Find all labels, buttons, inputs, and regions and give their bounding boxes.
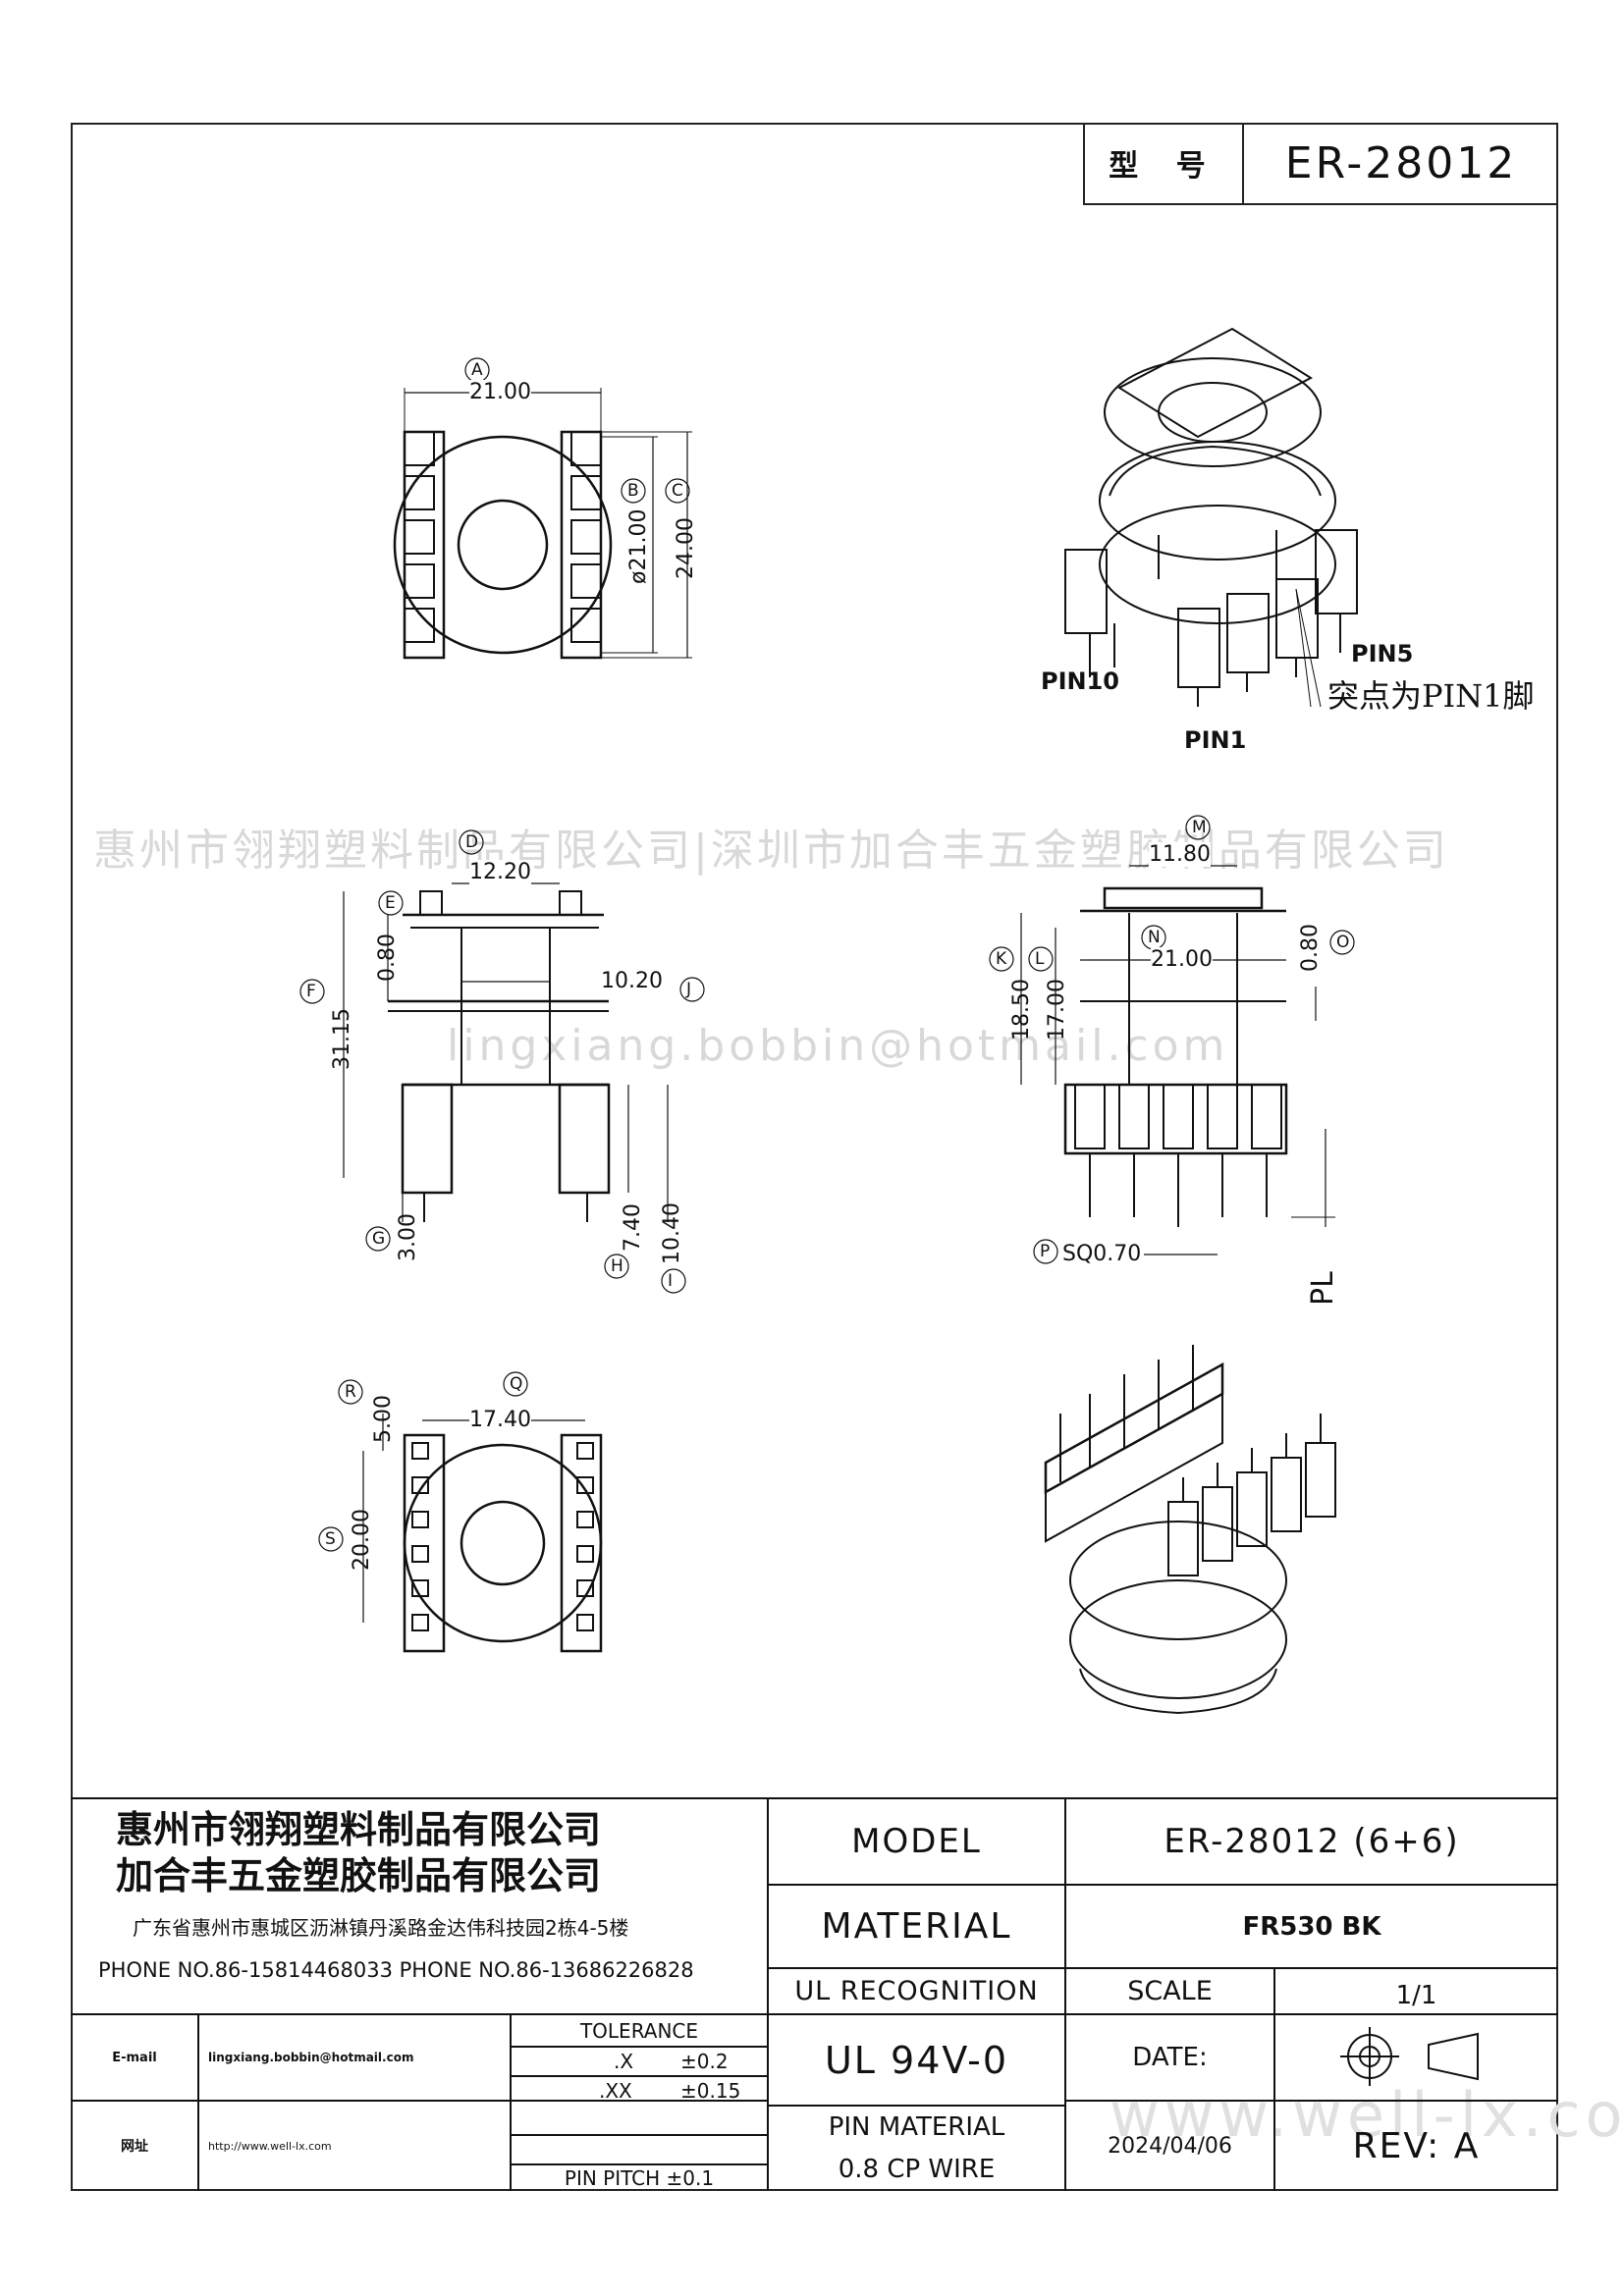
model-label: MODEL — [851, 1822, 982, 1861]
pin-material-value: 0.8 CP WIRE — [838, 2155, 996, 2184]
company-name-2: 加合丰五金塑胶制品有限公司 — [116, 1854, 602, 1897]
pin5-label: PIN5 — [1351, 640, 1414, 667]
scale-value: 1/1 — [1395, 1980, 1437, 2010]
bottom-view — [318, 1371, 603, 1653]
dim-l: 17.00 — [1045, 979, 1069, 1041]
rev-value: REV: A — [1352, 2125, 1481, 2166]
dim-r: 5.00 — [371, 1395, 396, 1443]
scale-label: SCALE — [1127, 1976, 1213, 2006]
pin1-note: 突点为PIN1脚 — [1327, 677, 1535, 715]
dim-m: 11.80 — [1149, 842, 1211, 867]
company-phones: PHONE NO.86-15814468033 PHONE NO.86-1368… — [98, 1958, 694, 1982]
top-view — [393, 357, 692, 660]
web-label: 网址 — [121, 2139, 148, 2155]
email-value: lingxiang.bobbin@hotmail.com — [208, 2051, 414, 2064]
circ-label-n: N — [1148, 928, 1161, 947]
side-view — [989, 815, 1355, 1264]
date-label: DATE: — [1132, 2043, 1208, 2072]
circ-label-c: C — [672, 481, 683, 501]
watermark-email: lingxiang.bobbin@hotmail.com — [447, 1021, 1229, 1071]
circ-label-s: S — [325, 1529, 336, 1549]
tol-x-label: .X — [614, 2050, 634, 2073]
company-address: 广东省惠州市惠城区沥淋镇丹溪路金达伟科技园2栋4-5楼 — [133, 1916, 629, 1940]
pin1-label: PIN1 — [1184, 726, 1247, 754]
circ-label-p: P — [1040, 1242, 1051, 1261]
model-value: ER-28012 (6+6) — [1164, 1822, 1460, 1861]
dim-b: ø21.00 — [626, 508, 651, 584]
dim-f: 31.15 — [330, 1008, 354, 1070]
dim-s: 20.00 — [350, 1509, 374, 1571]
circ-label-k: K — [996, 949, 1007, 969]
dim-p: SQ0.70 — [1062, 1242, 1142, 1266]
dim-pl: PL — [1306, 1271, 1340, 1306]
front-view — [299, 829, 705, 1294]
circ-label-l: L — [1035, 949, 1045, 969]
circ-label-q: Q — [510, 1374, 523, 1394]
email-label: E-mail — [112, 2050, 157, 2065]
dim-d: 12.20 — [469, 860, 531, 884]
dim-i: 10.40 — [660, 1202, 684, 1264]
circ-label-a: A — [471, 360, 483, 380]
ul-value: UL 94V-0 — [824, 2038, 1009, 2082]
dim-c: 24.00 — [674, 517, 698, 579]
circ-label-e: E — [385, 893, 396, 913]
tolerance-label: TOLERANCE — [579, 2018, 699, 2043]
watermark-company: 惠州市翎翔塑料制品有限公司|深圳市加合丰五金塑胶制品有限公司 — [93, 826, 1449, 876]
dim-k: 18.50 — [1009, 979, 1034, 1041]
pin-material-label: PIN MATERIAL — [828, 2111, 1005, 2142]
pin10-label: PIN10 — [1041, 667, 1120, 695]
material-value: FR530 BK — [1242, 1911, 1381, 1942]
iso-view-top — [1064, 327, 1358, 708]
circ-label-f: F — [306, 982, 316, 1001]
circ-label-b: B — [627, 481, 639, 501]
circ-label-o: O — [1336, 933, 1350, 952]
tol-x-value: ±0.2 — [680, 2050, 729, 2073]
circ-label-m: M — [1192, 818, 1207, 837]
circ-label-d: D — [465, 832, 479, 852]
dim-g: 3.00 — [396, 1213, 420, 1261]
circ-label-r: R — [345, 1382, 356, 1402]
pin-pitch: PIN PITCH ±0.1 — [564, 2165, 715, 2190]
dim-e: 0.80 — [375, 934, 400, 982]
circ-label-g: G — [372, 1229, 386, 1249]
tol-xx-value: ±0.15 — [680, 2079, 741, 2103]
header-model-label: 型 号 — [1083, 123, 1243, 205]
company-name-1: 惠州市翎翔塑料制品有限公司 — [116, 1808, 602, 1851]
dim-q: 17.40 — [469, 1408, 531, 1432]
iso-view-bottom — [1044, 1345, 1336, 1715]
dim-h: 7.40 — [621, 1203, 645, 1252]
circ-label-h: H — [611, 1256, 623, 1276]
drawing-frame — [71, 123, 1558, 2191]
tol-xx-label: .XX — [599, 2079, 632, 2103]
header-model-value: ER-28012 — [1242, 123, 1558, 205]
ul-label: UL RECOGNITION — [794, 1976, 1039, 2006]
circ-label-i: I — [668, 1271, 674, 1291]
web-value: http://www.well-lx.com — [208, 2139, 332, 2153]
dim-j: 10.20 — [601, 969, 663, 993]
dim-a: 21.00 — [469, 380, 531, 404]
dim-n: 21.00 — [1151, 947, 1213, 972]
date-value: 2024/04/06 — [1108, 2133, 1232, 2159]
projection-symbol — [1340, 2027, 1479, 2086]
circ-label-j: J — [686, 980, 692, 999]
dim-o: 0.80 — [1298, 924, 1323, 972]
title-block-lines — [71, 1797, 1558, 2191]
watermark-site: www.well-lx.com — [1110, 2079, 1624, 2151]
material-label: MATERIAL — [821, 1906, 1012, 1947]
